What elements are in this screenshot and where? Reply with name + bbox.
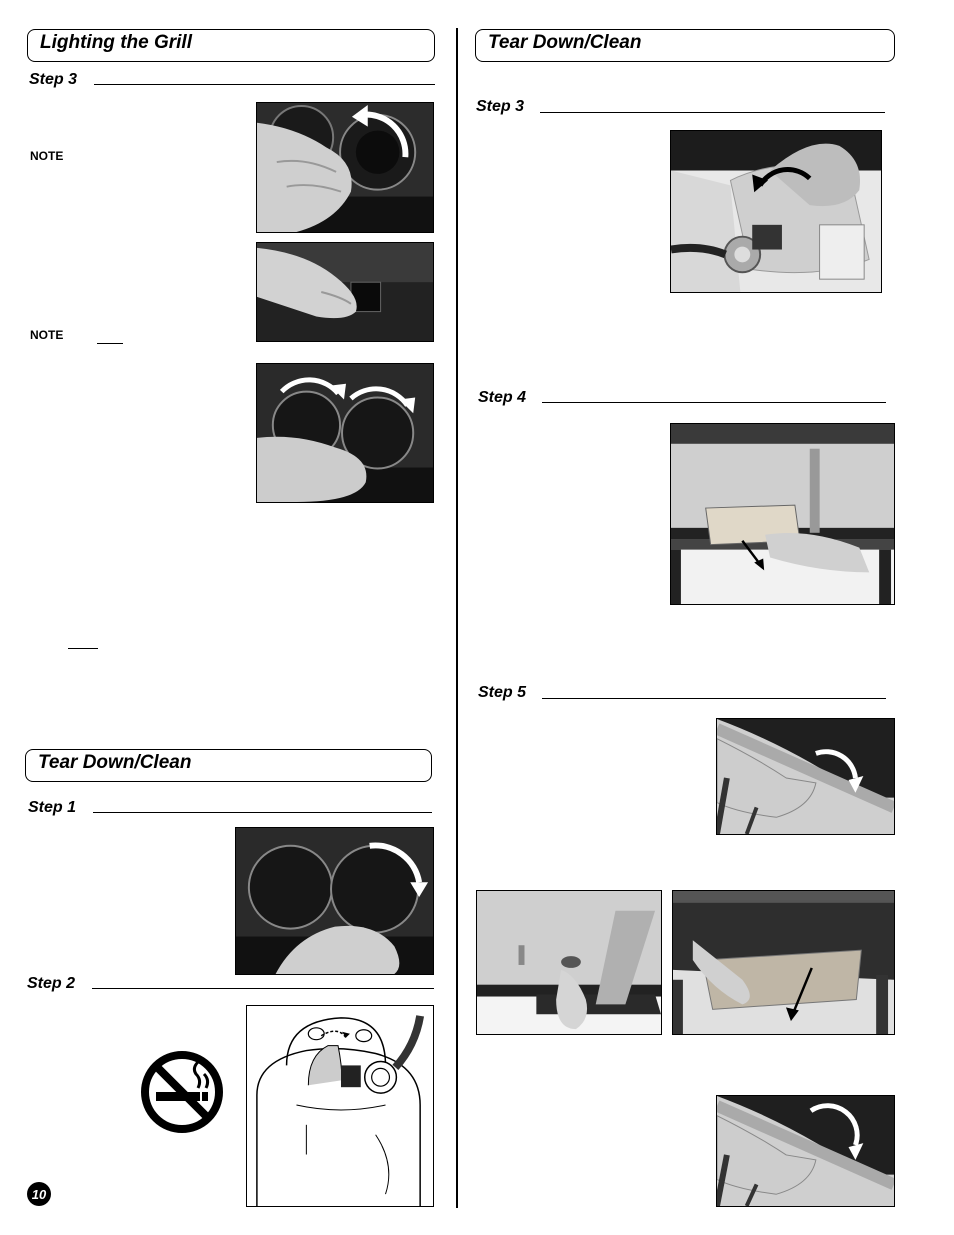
note-label: NOTE — [30, 149, 64, 163]
step-label: Step 1 — [28, 799, 77, 816]
step-label: Step 3 — [476, 98, 525, 115]
section-header-teardown-right: Tear Down/Clean — [475, 29, 895, 62]
note-label: NOTE — [30, 328, 64, 342]
photo-both-knobs — [256, 363, 434, 503]
step-rule — [93, 812, 432, 813]
step-label: Step 3 — [29, 71, 78, 88]
step-label: Step 4 — [478, 389, 527, 406]
photo-grease-tray — [670, 423, 895, 605]
step-label: Step 5 — [478, 684, 527, 701]
column-divider — [456, 28, 458, 1208]
step-rule — [542, 402, 886, 403]
photo-underside-left — [476, 890, 662, 1035]
underline-mark — [97, 343, 123, 344]
step-label: Step 2 — [27, 975, 76, 992]
section-title: Lighting the Grill — [40, 32, 192, 53]
photo-underside-right — [672, 890, 895, 1035]
underline-mark — [68, 648, 98, 649]
step-rule — [92, 988, 434, 989]
page-number-badge: 10 — [27, 1182, 51, 1206]
photo-knobs-off — [235, 827, 434, 975]
section-title: Tear Down/Clean — [488, 32, 642, 53]
section-title: Tear Down/Clean — [38, 752, 192, 773]
photo-clip-remove-bottom — [716, 1095, 895, 1207]
step-rule — [94, 84, 435, 85]
section-header-lighting: Lighting the Grill — [27, 29, 435, 62]
photo-clip-remove-top — [716, 718, 895, 835]
step-rule — [542, 698, 886, 699]
photo-igniter-press — [256, 242, 434, 342]
step-rule — [540, 112, 885, 113]
photo-knob-turn — [256, 102, 434, 233]
page-number: 10 — [31, 1186, 47, 1202]
no-smoking-icon — [140, 1050, 224, 1134]
photo-regulator-disconnect — [670, 130, 882, 293]
section-header-teardown-left: Tear Down/Clean — [25, 749, 432, 782]
illustration-propane-tank — [246, 1005, 434, 1207]
